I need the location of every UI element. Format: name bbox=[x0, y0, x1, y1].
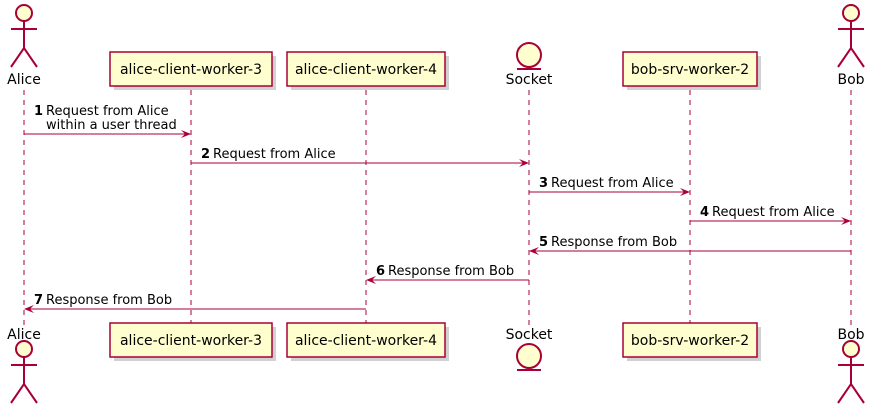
socket-entity-icon bbox=[516, 343, 542, 371]
alice-actor-icon bbox=[10, 340, 38, 404]
message-number: 4 bbox=[700, 205, 709, 220]
participant-label-w3: alice-client-worker-3 bbox=[120, 62, 262, 78]
participant-box-w4: alice-client-worker-4 bbox=[286, 51, 449, 90]
message-label: Request from Alice bbox=[46, 104, 169, 119]
message-label: Response from Bob bbox=[551, 235, 677, 250]
bob-actor-icon bbox=[837, 4, 865, 68]
arrowhead-icon bbox=[680, 188, 690, 196]
participant-box-bsw2: bob-srv-worker-2 bbox=[622, 322, 761, 361]
message-number: 3 bbox=[539, 176, 548, 191]
participant-label-bob: Bob bbox=[837, 327, 864, 343]
participant-box-w3: alice-client-worker-3 bbox=[109, 322, 276, 361]
message-number: 2 bbox=[201, 147, 210, 162]
participant-label-bsw2: bob-srv-worker-2 bbox=[631, 62, 749, 78]
participant-label-bob: Bob bbox=[837, 72, 864, 88]
participant-heads: AliceAlicealice-client-worker-3alice-cli… bbox=[7, 4, 865, 404]
message-number: 1 bbox=[34, 104, 43, 119]
arrowhead-icon bbox=[519, 159, 529, 167]
participant-box-w4: alice-client-worker-4 bbox=[286, 322, 449, 361]
arrowhead-icon bbox=[529, 247, 539, 255]
message-number: 5 bbox=[539, 235, 548, 250]
participant-box-w3: alice-client-worker-3 bbox=[109, 51, 276, 90]
participant-label-socket: Socket bbox=[506, 72, 553, 88]
message-label: Request from Alice bbox=[712, 205, 835, 220]
message-label: within a user thread bbox=[46, 118, 177, 133]
message-number: 7 bbox=[34, 293, 43, 308]
message-label: Request from Alice bbox=[551, 176, 674, 191]
message-label: Response from Bob bbox=[388, 264, 514, 279]
arrowhead-icon bbox=[24, 305, 34, 313]
arrowhead-icon bbox=[181, 130, 191, 138]
participant-label-alice: Alice bbox=[7, 327, 41, 343]
participant-label-w4: alice-client-worker-4 bbox=[295, 333, 437, 349]
participant-label-w3: alice-client-worker-3 bbox=[120, 333, 262, 349]
socket-entity-icon bbox=[516, 42, 542, 70]
participant-label-w4: alice-client-worker-4 bbox=[295, 62, 437, 78]
message-number: 6 bbox=[376, 264, 385, 279]
message-label: Request from Alice bbox=[213, 147, 336, 162]
alice-actor-icon bbox=[10, 4, 38, 68]
arrowhead-icon bbox=[841, 217, 851, 225]
message-label: Response from Bob bbox=[46, 293, 172, 308]
participant-label-alice: Alice bbox=[7, 72, 41, 88]
participant-box-bsw2: bob-srv-worker-2 bbox=[622, 51, 761, 90]
participant-label-socket: Socket bbox=[506, 327, 553, 343]
arrowhead-icon bbox=[366, 276, 376, 284]
bob-actor-icon bbox=[837, 340, 865, 404]
participant-label-bsw2: bob-srv-worker-2 bbox=[631, 333, 749, 349]
